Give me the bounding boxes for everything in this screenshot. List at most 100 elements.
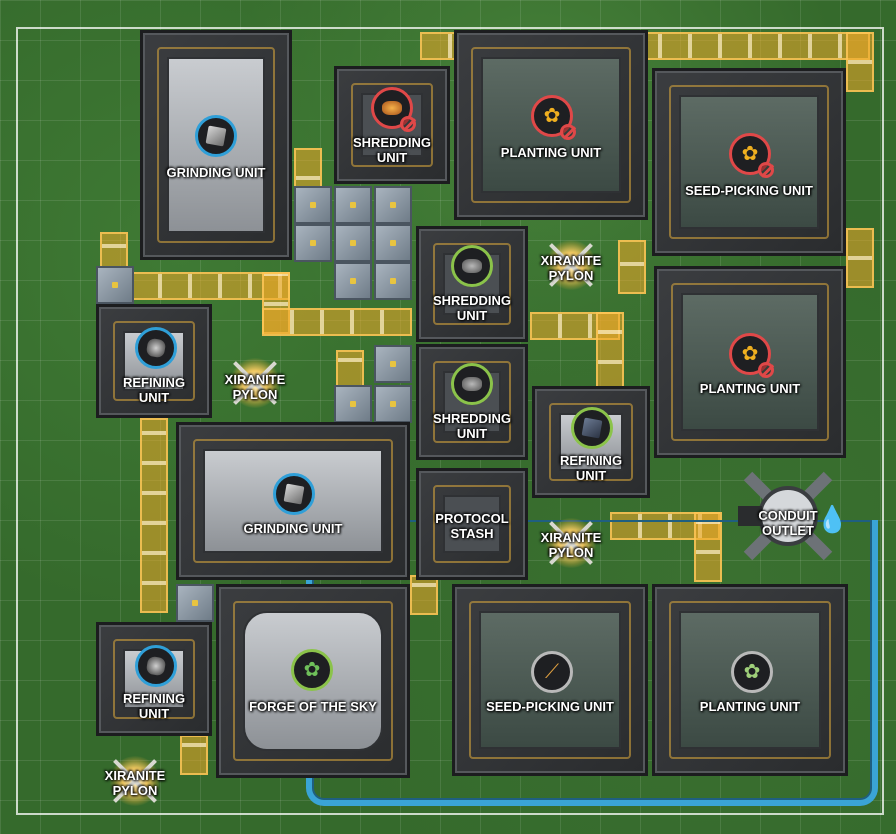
seed-picking-unit[interactable]: ✿ SEED-PICKING UNIT bbox=[652, 68, 846, 256]
conveyor-belt[interactable] bbox=[596, 312, 624, 392]
machine-body bbox=[443, 495, 501, 553]
ore-icon bbox=[451, 363, 493, 405]
label-line: UNIT bbox=[456, 426, 488, 441]
label-line: SHREDDING bbox=[432, 411, 511, 426]
label-line: UNIT bbox=[456, 308, 488, 323]
label-line: REFINING bbox=[122, 375, 186, 390]
seed-picking-unit[interactable]: ⟋ SEED-PICKING UNIT bbox=[452, 584, 648, 776]
conduit-outlet-graphic bbox=[732, 471, 833, 561]
grinding-unit[interactable]: GRINDING UNIT bbox=[176, 422, 410, 580]
no-entry-icon bbox=[400, 116, 416, 132]
storage-crate[interactable] bbox=[294, 224, 332, 262]
xiranite-pylon[interactable] bbox=[546, 240, 596, 290]
machine-label: SEED-PICKING UNIT bbox=[685, 183, 813, 198]
label-line: PROTOCOL bbox=[435, 511, 509, 526]
cube-icon bbox=[273, 473, 315, 515]
label-line: XIRANITE bbox=[224, 372, 286, 387]
storage-crate[interactable] bbox=[374, 186, 412, 224]
machine-label: SEED-PICKING UNIT bbox=[486, 699, 614, 714]
no-entry-icon bbox=[560, 124, 576, 140]
label-line: PYLON bbox=[232, 387, 278, 402]
plant-icon: ✿ bbox=[531, 95, 576, 140]
label-line: PYLON bbox=[548, 268, 594, 283]
storage-crate[interactable] bbox=[374, 345, 412, 383]
xiranite-pylon[interactable] bbox=[110, 756, 160, 806]
machine-label: PLANTING UNIT bbox=[500, 145, 602, 160]
conveyor-belt[interactable] bbox=[846, 32, 874, 92]
cube-icon bbox=[571, 407, 613, 449]
seed-icon: ⟋ bbox=[531, 651, 573, 693]
conveyor-belt[interactable] bbox=[846, 228, 874, 288]
no-entry-icon bbox=[758, 162, 774, 178]
conveyor-belt[interactable] bbox=[140, 418, 168, 613]
no-entry-icon bbox=[758, 362, 774, 378]
machine-body bbox=[167, 57, 265, 233]
label-line: REFINING bbox=[559, 453, 623, 468]
xiranite-pylon[interactable] bbox=[546, 518, 596, 568]
label-line: UNIT bbox=[138, 706, 170, 721]
planting-unit[interactable]: ✿ PLANTING UNIT bbox=[654, 266, 846, 458]
label-line: CONDUIT bbox=[758, 508, 818, 523]
conveyor-belt[interactable] bbox=[180, 735, 208, 775]
machine-label: PLANTING UNIT bbox=[699, 699, 801, 714]
label-line: PYLON bbox=[112, 783, 158, 798]
xiranite-pylon[interactable] bbox=[230, 358, 280, 408]
storage-crate[interactable] bbox=[96, 266, 134, 304]
machine-label: PLANTING UNIT bbox=[699, 381, 801, 396]
machine-label: FORGE OF THE SKY bbox=[249, 699, 377, 714]
storage-crate[interactable] bbox=[294, 186, 332, 224]
plant-icon: ✿ bbox=[729, 333, 774, 378]
label-line: SHREDDING bbox=[352, 135, 431, 150]
ore-icon bbox=[135, 327, 177, 369]
storage-crate[interactable] bbox=[374, 224, 412, 262]
grinding-unit[interactable]: GRINDING UNIT bbox=[140, 30, 292, 260]
conveyor-belt[interactable] bbox=[694, 512, 722, 582]
storage-crate[interactable] bbox=[334, 385, 372, 423]
conduit-outlet[interactable]: 💧 bbox=[732, 466, 848, 566]
conveyor-belt[interactable] bbox=[262, 308, 412, 336]
label-line: OUTLET bbox=[762, 523, 814, 538]
storage-crate[interactable] bbox=[334, 224, 372, 262]
plant-icon: ✿ bbox=[291, 649, 333, 691]
build-zone-boundary bbox=[16, 27, 884, 815]
storage-crate[interactable] bbox=[176, 584, 214, 622]
ore-icon bbox=[371, 87, 416, 132]
label-line: XIRANITE bbox=[104, 768, 166, 783]
label-line: UNIT bbox=[376, 150, 408, 165]
label-line: UNIT bbox=[575, 468, 607, 483]
conveyor-belt[interactable] bbox=[618, 240, 646, 294]
storage-crate[interactable] bbox=[334, 186, 372, 224]
label-line: STASH bbox=[450, 526, 494, 541]
conveyor-belt[interactable] bbox=[410, 575, 438, 615]
machine-label: GRINDING UNIT bbox=[166, 165, 266, 180]
cube-icon bbox=[195, 115, 237, 157]
planting-unit[interactable]: ✿ PLANTING UNIT bbox=[454, 30, 648, 220]
storage-crate[interactable] bbox=[374, 262, 412, 300]
ore-icon bbox=[451, 245, 493, 287]
storage-crate[interactable] bbox=[374, 385, 412, 423]
label-line: PYLON bbox=[548, 545, 594, 560]
label-line: UNIT bbox=[138, 390, 170, 405]
storage-crate[interactable] bbox=[334, 262, 372, 300]
label-line: XIRANITE bbox=[540, 530, 602, 545]
forge-of-the-sky[interactable]: ✿ FORGE OF THE SKY bbox=[216, 584, 410, 778]
planting-unit[interactable]: ✿ PLANTING UNIT bbox=[652, 584, 848, 776]
